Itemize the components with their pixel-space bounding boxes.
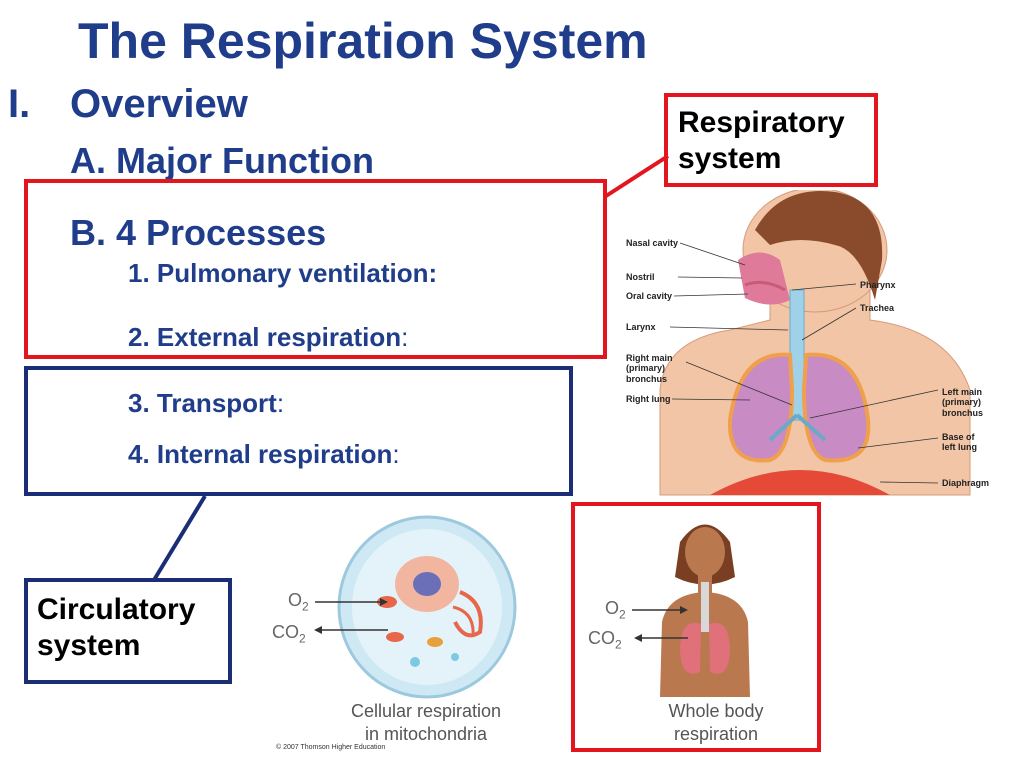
section-number: I. (8, 82, 31, 126)
process-4-label: 4. Internal respiration (128, 439, 393, 469)
label-right-main-line1: Right main (626, 353, 673, 363)
label-right-lung: Right lung (626, 394, 671, 404)
circulatory-process-box (24, 366, 573, 496)
label-nostril: Nostril (626, 272, 655, 282)
body-o2-subscript: 2 (619, 607, 626, 622)
body-caption: Whole body respiration (626, 700, 806, 745)
subheading-4-processes: B. 4 Processes (70, 212, 327, 253)
label-base-line1: Base of (942, 432, 975, 442)
cell-mitochondria-illustration (337, 515, 517, 699)
process-2-suffix: : (401, 322, 409, 352)
circulatory-system-callout: Circulatory system (24, 578, 232, 684)
section-label: Overview (70, 82, 248, 126)
body-co2-text: CO (588, 628, 615, 648)
process-1-suffix: : (428, 258, 438, 288)
label-larynx: Larynx (626, 322, 656, 332)
process-2-label: 2. External respiration (128, 322, 402, 352)
label-left-main-line1: Left main (942, 387, 983, 397)
process-4-suffix: : (392, 439, 400, 469)
label-nasal-cavity: Nasal cavity (626, 238, 679, 248)
label-pharynx: Pharynx (860, 280, 896, 290)
whole-body-respiration-box (571, 502, 821, 752)
body-o2-label: O2 (605, 598, 626, 622)
subheading-major-function: A. Major Function (70, 140, 374, 181)
respiratory-anatomy-illustration (659, 190, 971, 496)
process-3: 3. Transport: (128, 388, 284, 419)
circulatory-callout-line1: Circulatory (37, 593, 196, 626)
respiratory-process-box (24, 179, 607, 359)
process-4: 4. Internal respiration: (128, 439, 400, 470)
process-3-label: 3. Transport (128, 388, 277, 418)
cell-o2-subscript: 2 (302, 599, 309, 614)
label-oral-cavity: Oral cavity (626, 291, 673, 301)
section-heading: I. Overview (8, 82, 248, 127)
process-1: 1. Pulmonary ventilation: (128, 258, 437, 289)
cell-caption: Cellular respiration in mitochondria (326, 700, 526, 745)
cell-co2-subscript: 2 (299, 631, 306, 646)
cell-o2-text: O (288, 590, 303, 610)
cell-co2-label: CO2 (272, 622, 306, 646)
label-left-main-bronchus: Left main (primary) bronchus (942, 387, 983, 418)
process-3-suffix: : (276, 388, 285, 418)
label-right-main-bronchus: Right main (primary) bronchus (626, 353, 673, 384)
cell-caption-line1: Cellular respiration (350, 701, 502, 721)
body-gas-arrows (632, 606, 688, 642)
cell-gas-arrows (314, 598, 388, 634)
respiratory-system-callout: Respiratory system (664, 93, 878, 187)
respiratory-callout-line2: system (678, 142, 782, 175)
label-base-of-left-lung: Base of left lung (942, 432, 977, 453)
body-caption-line2: respiration (673, 723, 759, 744)
copyright-text: © 2007 Thomson Higher Education (276, 744, 386, 751)
body-co2-label: CO2 (588, 628, 622, 652)
label-right-main-line2: (primary) (626, 363, 666, 374)
body-co2-subscript: 2 (615, 637, 622, 652)
label-left-main-line3: bronchus (942, 407, 984, 418)
cell-caption-line2: in mitochondria (364, 723, 488, 744)
slide-title: The Respiration System (78, 13, 648, 69)
label-base-line2: left lung (942, 442, 977, 453)
process-2: 2. External respiration: (128, 322, 408, 353)
label-trachea: Trachea (860, 303, 895, 313)
circulatory-callout-line2: system (37, 629, 141, 662)
respiratory-callout-line1: Respiratory (678, 106, 845, 139)
label-diaphragm: Diaphragm (942, 478, 990, 488)
cell-co2-text: CO (272, 622, 299, 642)
label-left-main-line2: (primary) (942, 397, 982, 408)
body-o2-text: O (605, 598, 620, 618)
cell-o2-label: O2 (288, 590, 309, 614)
whole-body-illustration (660, 524, 750, 697)
body-caption-line1: Whole body (668, 701, 764, 721)
process-1-label: 1. Pulmonary ventilation (128, 258, 429, 288)
label-right-main-line3: bronchus (626, 373, 668, 384)
